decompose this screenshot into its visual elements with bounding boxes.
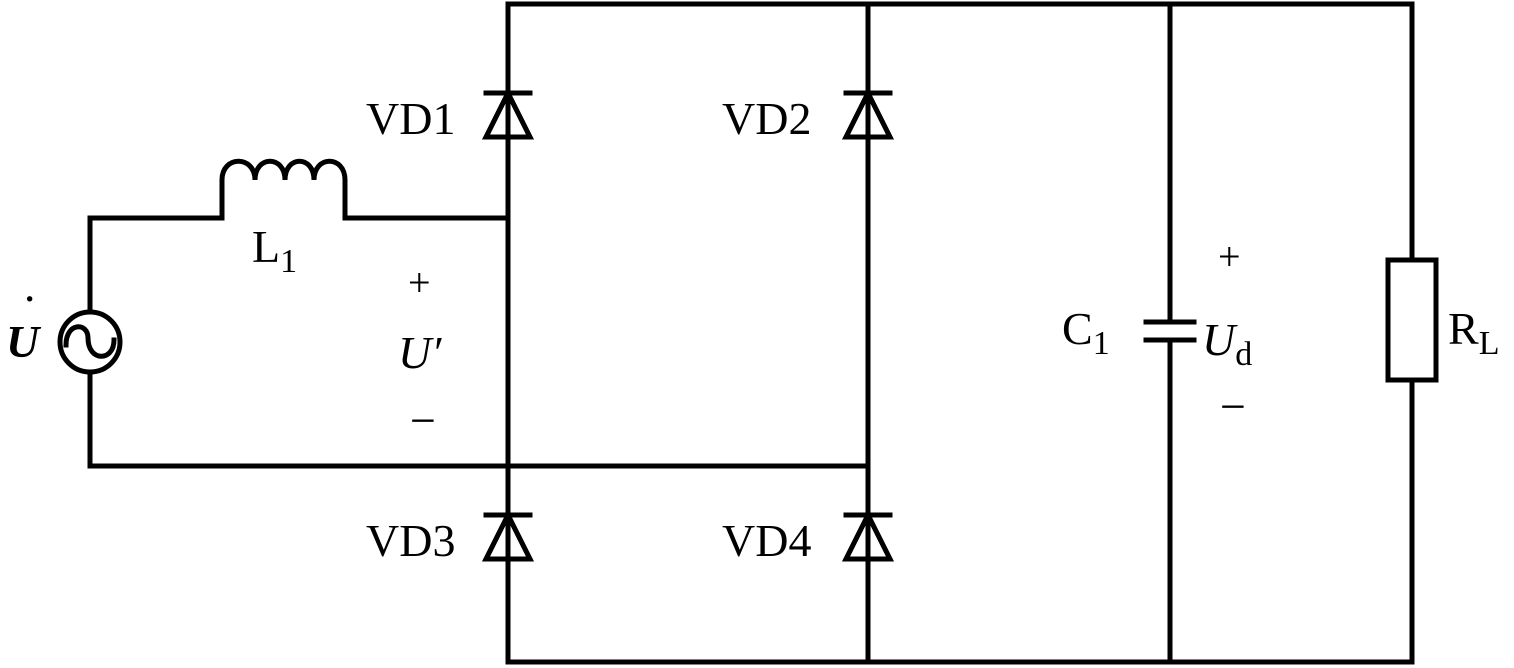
inductor-icon: [219, 158, 348, 221]
capacitor-icon: [1143, 319, 1197, 343]
diode-vd3-label: VD3: [366, 515, 455, 566]
input-voltage-label: U′: [398, 327, 442, 378]
output-voltage-minus: −: [1220, 381, 1246, 432]
bottom-rail: [505, 377, 1415, 665]
diode-vd2-label: VD2: [722, 93, 811, 144]
resistor-label: RL: [1448, 303, 1499, 362]
diode-vd3-icon: [481, 487, 535, 588]
top-rail: [505, 1, 1415, 263]
source-phasor-dot: ·: [22, 273, 37, 324]
source-label: U: [6, 316, 42, 367]
diode-vd1-label: VD1: [366, 93, 455, 144]
ac-source-icon: [57, 309, 123, 375]
capacitor-label: C1: [1062, 303, 1110, 362]
diode-vd4-label: VD4: [722, 515, 811, 566]
diode-vd1-icon: [481, 67, 535, 163]
diode-vd4-icon: [841, 487, 895, 588]
input-voltage-plus: +: [408, 260, 431, 305]
source-bottom-wire: [87, 369, 871, 469]
inductor-label: L1: [252, 221, 297, 280]
output-voltage-plus: +: [1218, 234, 1241, 279]
input-voltage-minus: −: [410, 395, 436, 446]
output-voltage-label: Ud: [1202, 314, 1252, 373]
resistor-icon: [1385, 257, 1439, 383]
diode-vd2-icon: [841, 67, 895, 163]
source-top-wire: [87, 215, 511, 315]
